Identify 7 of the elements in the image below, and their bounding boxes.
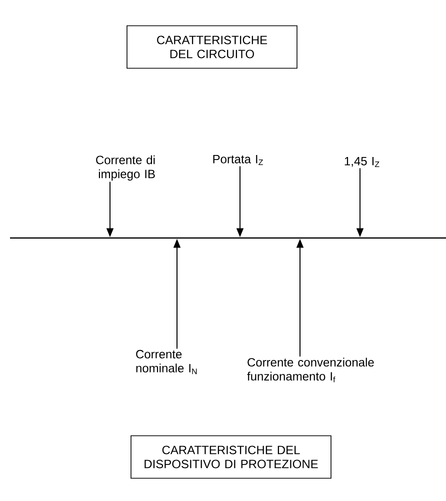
current-label: Corrente nominale I$_{N}$ [136, 350, 197, 374]
current-label: Corrente di impiego IB [96, 155, 155, 181]
title-box: CARATTERISTICHE DEL CIRCUITO [126, 25, 298, 69]
title-box: CARATTERISTICHE DEL DISPOSITIVO DI PROTEZIONE [130, 435, 332, 479]
current-label: 1,45 I$_{Z}$ [344, 156, 380, 168]
current-label: Corrente convenzionale funzionamento I$_{f}$ [247, 358, 374, 382]
current-label: Portata I$_{Z}$ [213, 154, 263, 166]
